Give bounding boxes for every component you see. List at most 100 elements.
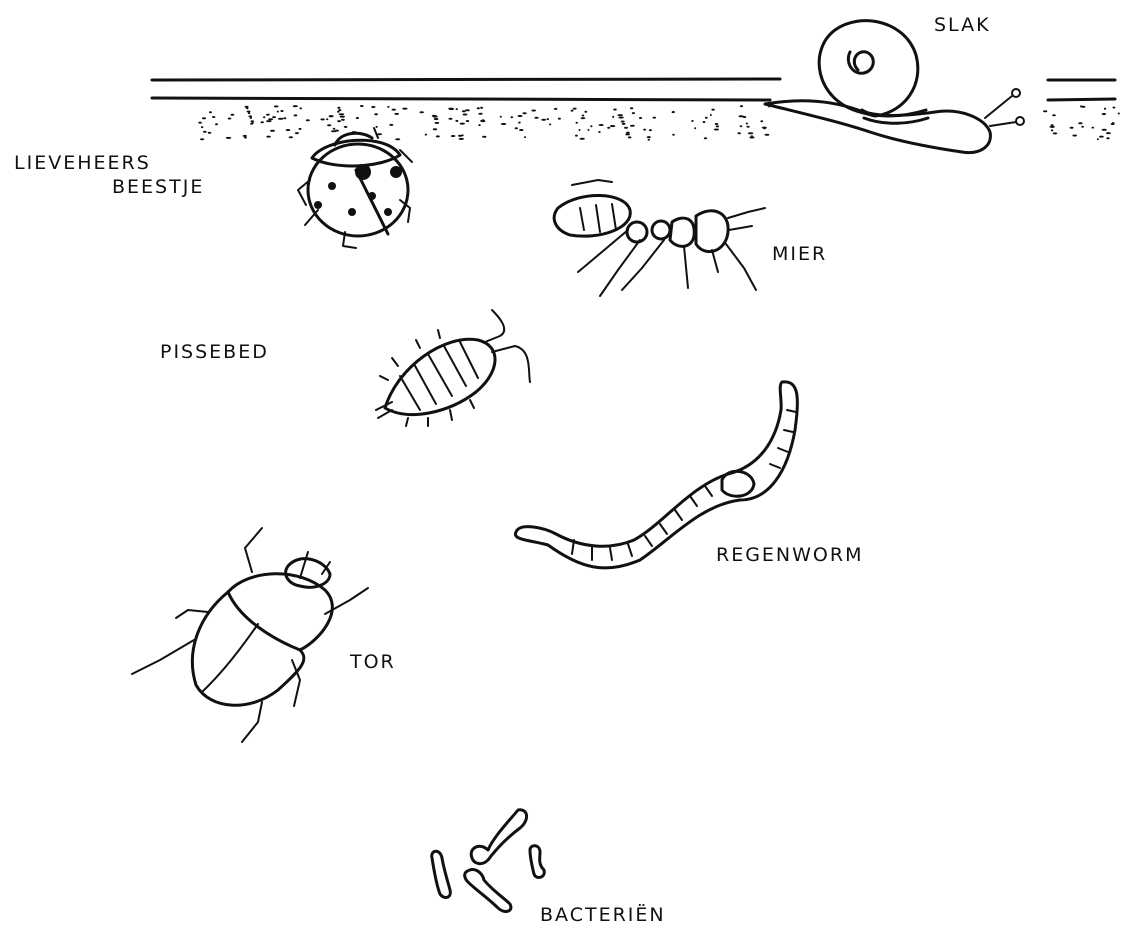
soil-speck	[226, 137, 231, 139]
soil-speck	[694, 127, 696, 129]
soil-speck	[610, 125, 615, 127]
soil-speck	[272, 116, 276, 118]
soil-speck	[460, 123, 465, 125]
soil-speck	[519, 129, 523, 131]
soil-speck	[710, 114, 712, 116]
soil-speck	[268, 118, 273, 120]
soil-speck	[246, 107, 249, 109]
soil-speck	[329, 115, 332, 117]
soil-speck	[649, 129, 652, 131]
soil-speck	[266, 120, 271, 122]
soil-speck	[289, 136, 293, 138]
soil-speck	[626, 132, 630, 134]
soil-speck	[531, 110, 536, 112]
soil-speck	[1081, 126, 1084, 128]
soil-speck	[394, 113, 399, 115]
soil-speck	[746, 123, 748, 125]
soil-speck	[630, 125, 635, 127]
label-tor: TOR	[350, 651, 396, 675]
soil-speck	[250, 117, 252, 119]
label-slak: SLAK	[934, 14, 991, 38]
soil-speck	[456, 108, 458, 110]
beetle-drawing	[132, 528, 368, 742]
soil-speck	[451, 135, 456, 137]
soil-speck	[1092, 127, 1095, 129]
soil-speck	[621, 121, 625, 123]
soil-speck	[590, 125, 592, 127]
soil-speck	[263, 116, 265, 118]
soil-speck	[266, 114, 270, 116]
soil-speck	[612, 116, 614, 118]
soil-speck	[299, 128, 302, 130]
soil-speck	[320, 118, 324, 120]
soil-speck	[326, 118, 328, 120]
soil-speck	[434, 118, 439, 120]
soil-speck	[1106, 137, 1109, 139]
soil-speck	[433, 128, 437, 130]
soil-speck	[763, 127, 766, 129]
soil-speck	[643, 129, 646, 131]
soil-speck	[215, 123, 218, 125]
soil-speck	[478, 113, 482, 115]
soil-speck	[765, 134, 770, 136]
soil-speck	[435, 122, 440, 124]
soil-speck	[371, 106, 375, 108]
soil-speck	[739, 115, 744, 117]
soil-speck	[339, 113, 344, 115]
soil-speck	[716, 125, 719, 127]
soil-speck	[576, 122, 578, 124]
earthworm-drawing	[515, 382, 797, 568]
soil-speck	[760, 120, 763, 122]
soil-speck	[711, 109, 714, 111]
soil-speck	[1102, 129, 1107, 131]
soil-speck	[455, 120, 458, 122]
soil-speck	[1053, 132, 1057, 134]
soil-speck	[294, 114, 298, 116]
soil-speck	[448, 108, 454, 110]
woodlouse-drawing	[376, 310, 530, 426]
soil-speck	[198, 122, 202, 124]
soil-speck	[1043, 110, 1047, 112]
soil-speck	[374, 113, 378, 115]
soil-speck	[588, 129, 590, 131]
soil-speck	[300, 107, 303, 109]
soil-speck	[703, 121, 706, 123]
soil-speck	[575, 135, 578, 137]
soil-speck	[459, 138, 464, 140]
soil-speck	[203, 131, 207, 133]
soil-speck	[554, 108, 557, 110]
soil-speck	[463, 114, 468, 116]
label-bacterien: BACTERIËN	[540, 904, 666, 928]
soil-speck	[515, 127, 518, 129]
soil-speck	[580, 138, 585, 140]
soil-speck	[337, 107, 340, 109]
soil-speck	[449, 118, 453, 120]
soil-speck	[501, 123, 506, 125]
soil-speck	[261, 121, 264, 123]
soil-speck	[558, 118, 561, 120]
soil-speck	[341, 119, 345, 121]
ladybug-drawing	[298, 128, 412, 248]
soil-speck	[1118, 113, 1120, 115]
soil-speck	[228, 118, 232, 120]
soil-speck	[280, 110, 283, 112]
soil-speck	[691, 120, 693, 122]
soil-speck	[286, 129, 291, 131]
soil-speck	[1106, 132, 1111, 134]
soil-speck	[392, 109, 396, 111]
soil-speck	[625, 133, 630, 135]
soil-speck	[277, 111, 279, 113]
soil-speck	[465, 109, 470, 111]
soil-speck	[647, 136, 651, 138]
snail-drawing	[765, 21, 1024, 153]
soil-speck	[480, 107, 483, 109]
soil-speck	[270, 130, 275, 132]
soil-speck	[1070, 127, 1074, 129]
soil-speck	[714, 129, 719, 131]
soil-speck	[715, 123, 719, 125]
soil-speck	[672, 111, 675, 113]
soil-speck	[461, 134, 463, 136]
soil-speck	[1113, 107, 1116, 109]
soil-speck	[212, 116, 215, 118]
